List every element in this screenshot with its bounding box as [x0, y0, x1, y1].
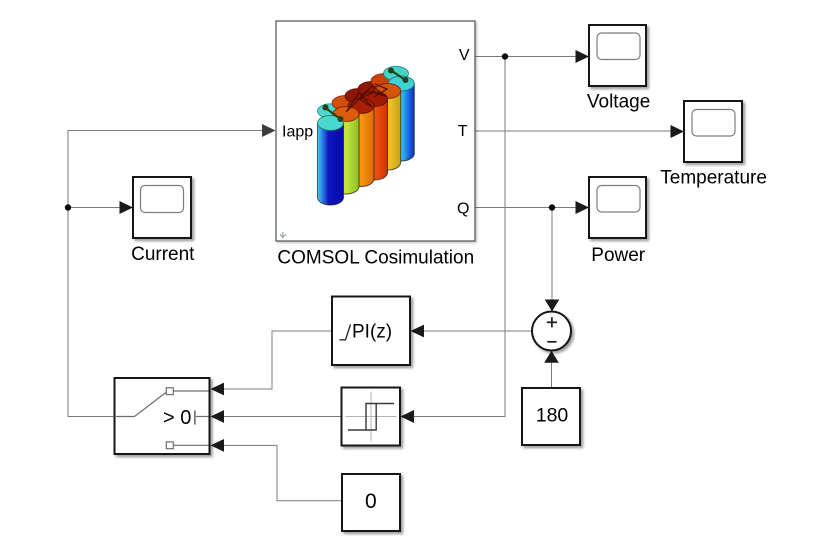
svg-text:Iapp: Iapp: [282, 123, 313, 140]
svg-text:Voltage: Voltage: [587, 91, 650, 112]
svg-text:> 0: > 0: [163, 407, 191, 429]
svg-text:COMSOL Cosimulation: COMSOL Cosimulation: [277, 247, 474, 268]
svg-text:0: 0: [365, 490, 377, 513]
svg-text:Power: Power: [591, 245, 646, 266]
svg-text:Current: Current: [131, 244, 195, 265]
svg-text:180: 180: [536, 405, 569, 427]
svg-text:Q: Q: [457, 200, 469, 217]
svg-text:Temperature: Temperature: [660, 167, 767, 188]
svg-text:T: T: [458, 123, 468, 140]
svg-text:V: V: [459, 47, 470, 64]
svg-text:PI(z): PI(z): [352, 322, 392, 343]
